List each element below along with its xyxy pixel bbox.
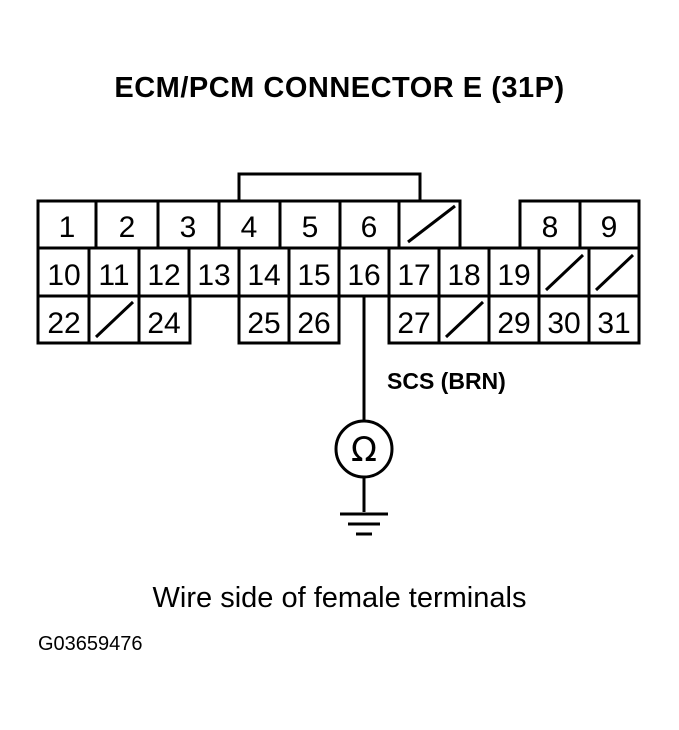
pin-30: 30 bbox=[547, 307, 580, 340]
pin-11: 11 bbox=[98, 259, 129, 292]
pin-25: 25 bbox=[247, 307, 280, 340]
pin-9: 9 bbox=[601, 211, 618, 244]
pin-18: 18 bbox=[447, 259, 480, 292]
connector-row3-a bbox=[36, 294, 192, 345]
pin-22: 22 bbox=[47, 307, 80, 340]
empty-cavity-7 bbox=[407, 204, 456, 244]
pin-15: 15 bbox=[297, 259, 330, 292]
pin-27: 27 bbox=[397, 307, 430, 340]
pin-29: 29 bbox=[497, 307, 530, 340]
pin-6: 6 bbox=[361, 211, 378, 244]
pin-4: 4 bbox=[241, 211, 258, 244]
pin-8: 8 bbox=[542, 211, 559, 244]
pin-16: 16 bbox=[347, 259, 380, 292]
pin-17: 17 bbox=[397, 259, 430, 292]
figure-id: G03659476 bbox=[38, 633, 143, 655]
pin-12: 12 bbox=[147, 259, 180, 292]
probe-label: SCS (BRN) bbox=[387, 368, 506, 394]
pin-3: 3 bbox=[180, 211, 197, 244]
diagram-title: ECM/PCM CONNECTOR E (31P) bbox=[114, 72, 565, 104]
connector-row3-c bbox=[387, 294, 641, 345]
empty-cavity-28 bbox=[444, 300, 485, 339]
pin-14: 14 bbox=[247, 259, 280, 292]
pin-26: 26 bbox=[297, 307, 330, 340]
pin-19: 19 bbox=[497, 259, 530, 292]
empty-cavity-20 bbox=[544, 253, 585, 292]
pin-5: 5 bbox=[302, 211, 319, 244]
pin-31: 31 bbox=[597, 307, 630, 340]
ohmmeter-icon: Ω bbox=[351, 430, 377, 470]
connector-lock-tab bbox=[237, 172, 422, 201]
pin-1: 1 bbox=[59, 211, 76, 244]
empty-cavity-23 bbox=[94, 300, 135, 339]
empty-cavity-21 bbox=[594, 253, 635, 292]
pin-24: 24 bbox=[147, 307, 180, 340]
pin-13: 13 bbox=[197, 259, 230, 292]
diagram-caption: Wire side of female terminals bbox=[152, 582, 527, 614]
pin-2: 2 bbox=[119, 211, 136, 244]
pin-10: 10 bbox=[47, 259, 80, 292]
